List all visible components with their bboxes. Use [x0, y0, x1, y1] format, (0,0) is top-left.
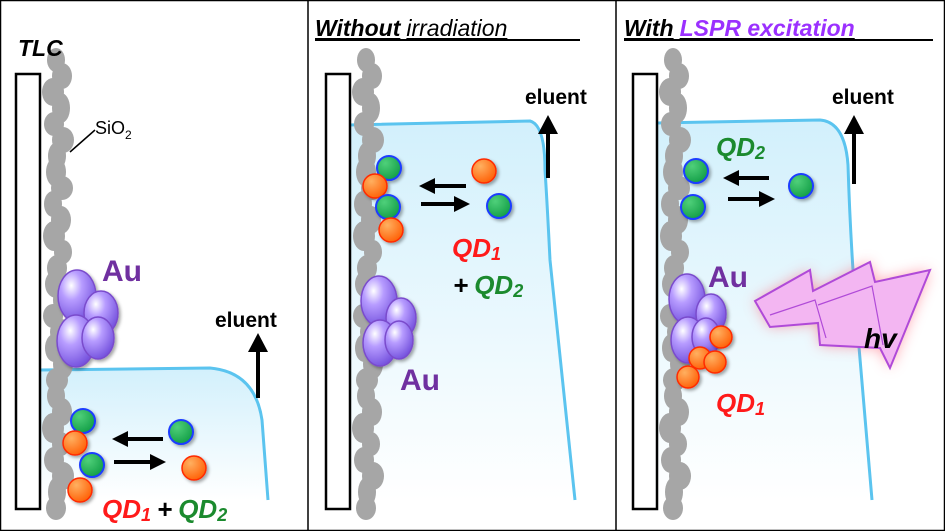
eluent-label: eluent	[215, 309, 277, 332]
eluent-arrow-icon	[844, 115, 864, 184]
qd2-label: +QD2	[453, 270, 523, 301]
eluent-region	[348, 121, 575, 500]
tlc-plate	[14, 72, 42, 511]
exchange-arrows-icon	[112, 431, 166, 470]
qd2-label: QD2	[716, 132, 765, 163]
qd-particles	[362, 155, 512, 243]
eluent-arrow-icon	[538, 115, 558, 178]
exchange-arrows-icon	[419, 178, 470, 212]
silica-leader-line	[69, 129, 96, 153]
qd-label-bottom: QD1+QD2	[102, 494, 227, 525]
qd-particles	[62, 408, 207, 503]
eluent-front-line	[347, 119, 577, 501]
panel1-title: TLC	[18, 35, 63, 61]
tlc-plate	[324, 72, 352, 511]
silica-particle	[663, 496, 683, 520]
exchange-arrows-icon	[723, 170, 775, 207]
eluent-label: eluent	[832, 86, 894, 109]
au-cluster	[360, 275, 417, 367]
hv-label: hv	[864, 323, 898, 354]
qd1-label: QD1	[716, 388, 765, 419]
eluent-label: eluent	[525, 86, 587, 109]
eluent-arrow-icon	[248, 333, 268, 398]
au-label: Au	[102, 255, 142, 288]
au-label: Au	[708, 261, 748, 294]
tlc-plate	[631, 72, 659, 511]
silica-particle	[46, 496, 66, 520]
qd1-label: QD1	[452, 233, 501, 264]
qd1-particles	[676, 325, 733, 389]
silica-column	[42, 48, 74, 520]
silica-label: SiO2	[95, 118, 132, 142]
au-label: Au	[400, 364, 440, 397]
au-cluster	[56, 269, 119, 368]
panel-tlc: SiO2 TLC Au eluent	[14, 35, 277, 525]
qd-particles	[680, 158, 814, 220]
silica-particle	[356, 496, 376, 520]
hv-light-icon	[753, 260, 932, 371]
eluent-front-line	[39, 366, 270, 501]
